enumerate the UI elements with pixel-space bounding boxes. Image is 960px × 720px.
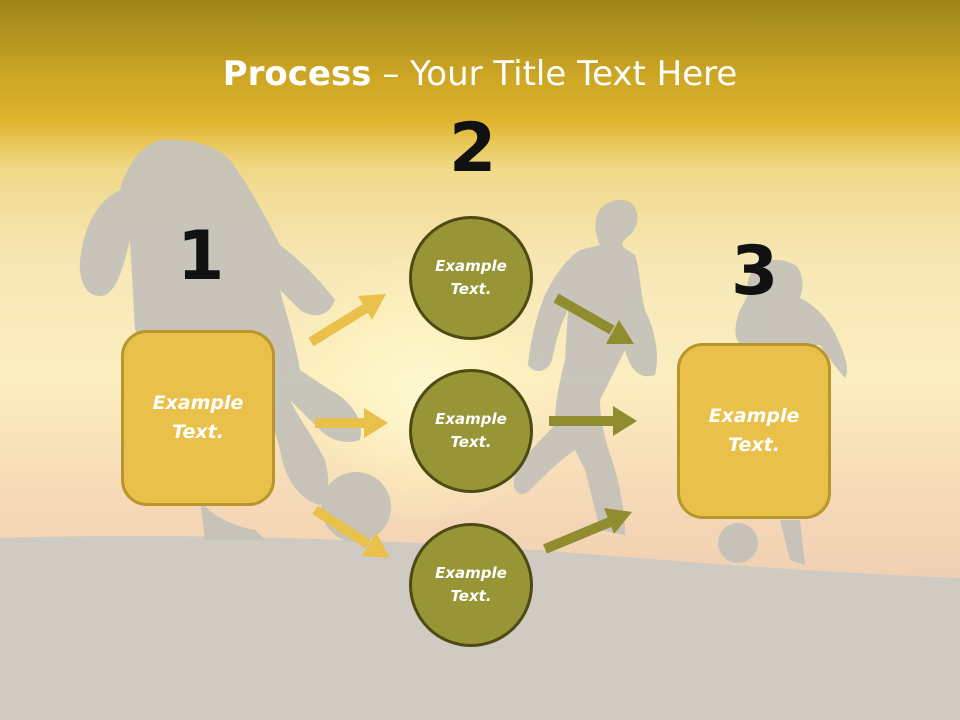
arrows [308,293,637,558]
ball-right [718,523,758,563]
arrow-left-lower [312,505,390,558]
middle-circle-center-text: Example Text. [435,410,507,451]
arrow-right-upper [553,293,634,344]
title-band [0,0,960,140]
step-number-3: 3 [731,232,779,311]
middle-circle-center: Example Text. [409,369,533,493]
middle-circle-bottom-text: Example Text. [435,564,507,605]
arrow-left-upper [308,294,386,347]
title-rest: – Your Title Text Here [371,54,738,94]
arrow-right-lower [543,508,632,554]
middle-circle-top-text: Example Text. [435,257,507,298]
step-box-1: Example Text. [121,330,275,506]
player-silhouette-right [735,259,848,565]
step-box-3-text: Example Text. [708,405,800,456]
middle-circle-bottom: Example Text. [409,523,533,647]
player-silhouette-middle [513,199,657,535]
step-number-1: 1 [177,217,225,296]
arrow-left-middle [315,408,388,438]
step-box-3: Example Text. [677,343,831,519]
step-box-1-text: Example Text. [152,392,244,443]
arrow-right-middle [549,406,637,436]
title-bold: Process [222,54,372,94]
slide-title: Process – Your Title Text Here [0,52,960,96]
step-number-2: 2 [449,109,497,188]
middle-circle-top: Example Text. [409,216,533,340]
